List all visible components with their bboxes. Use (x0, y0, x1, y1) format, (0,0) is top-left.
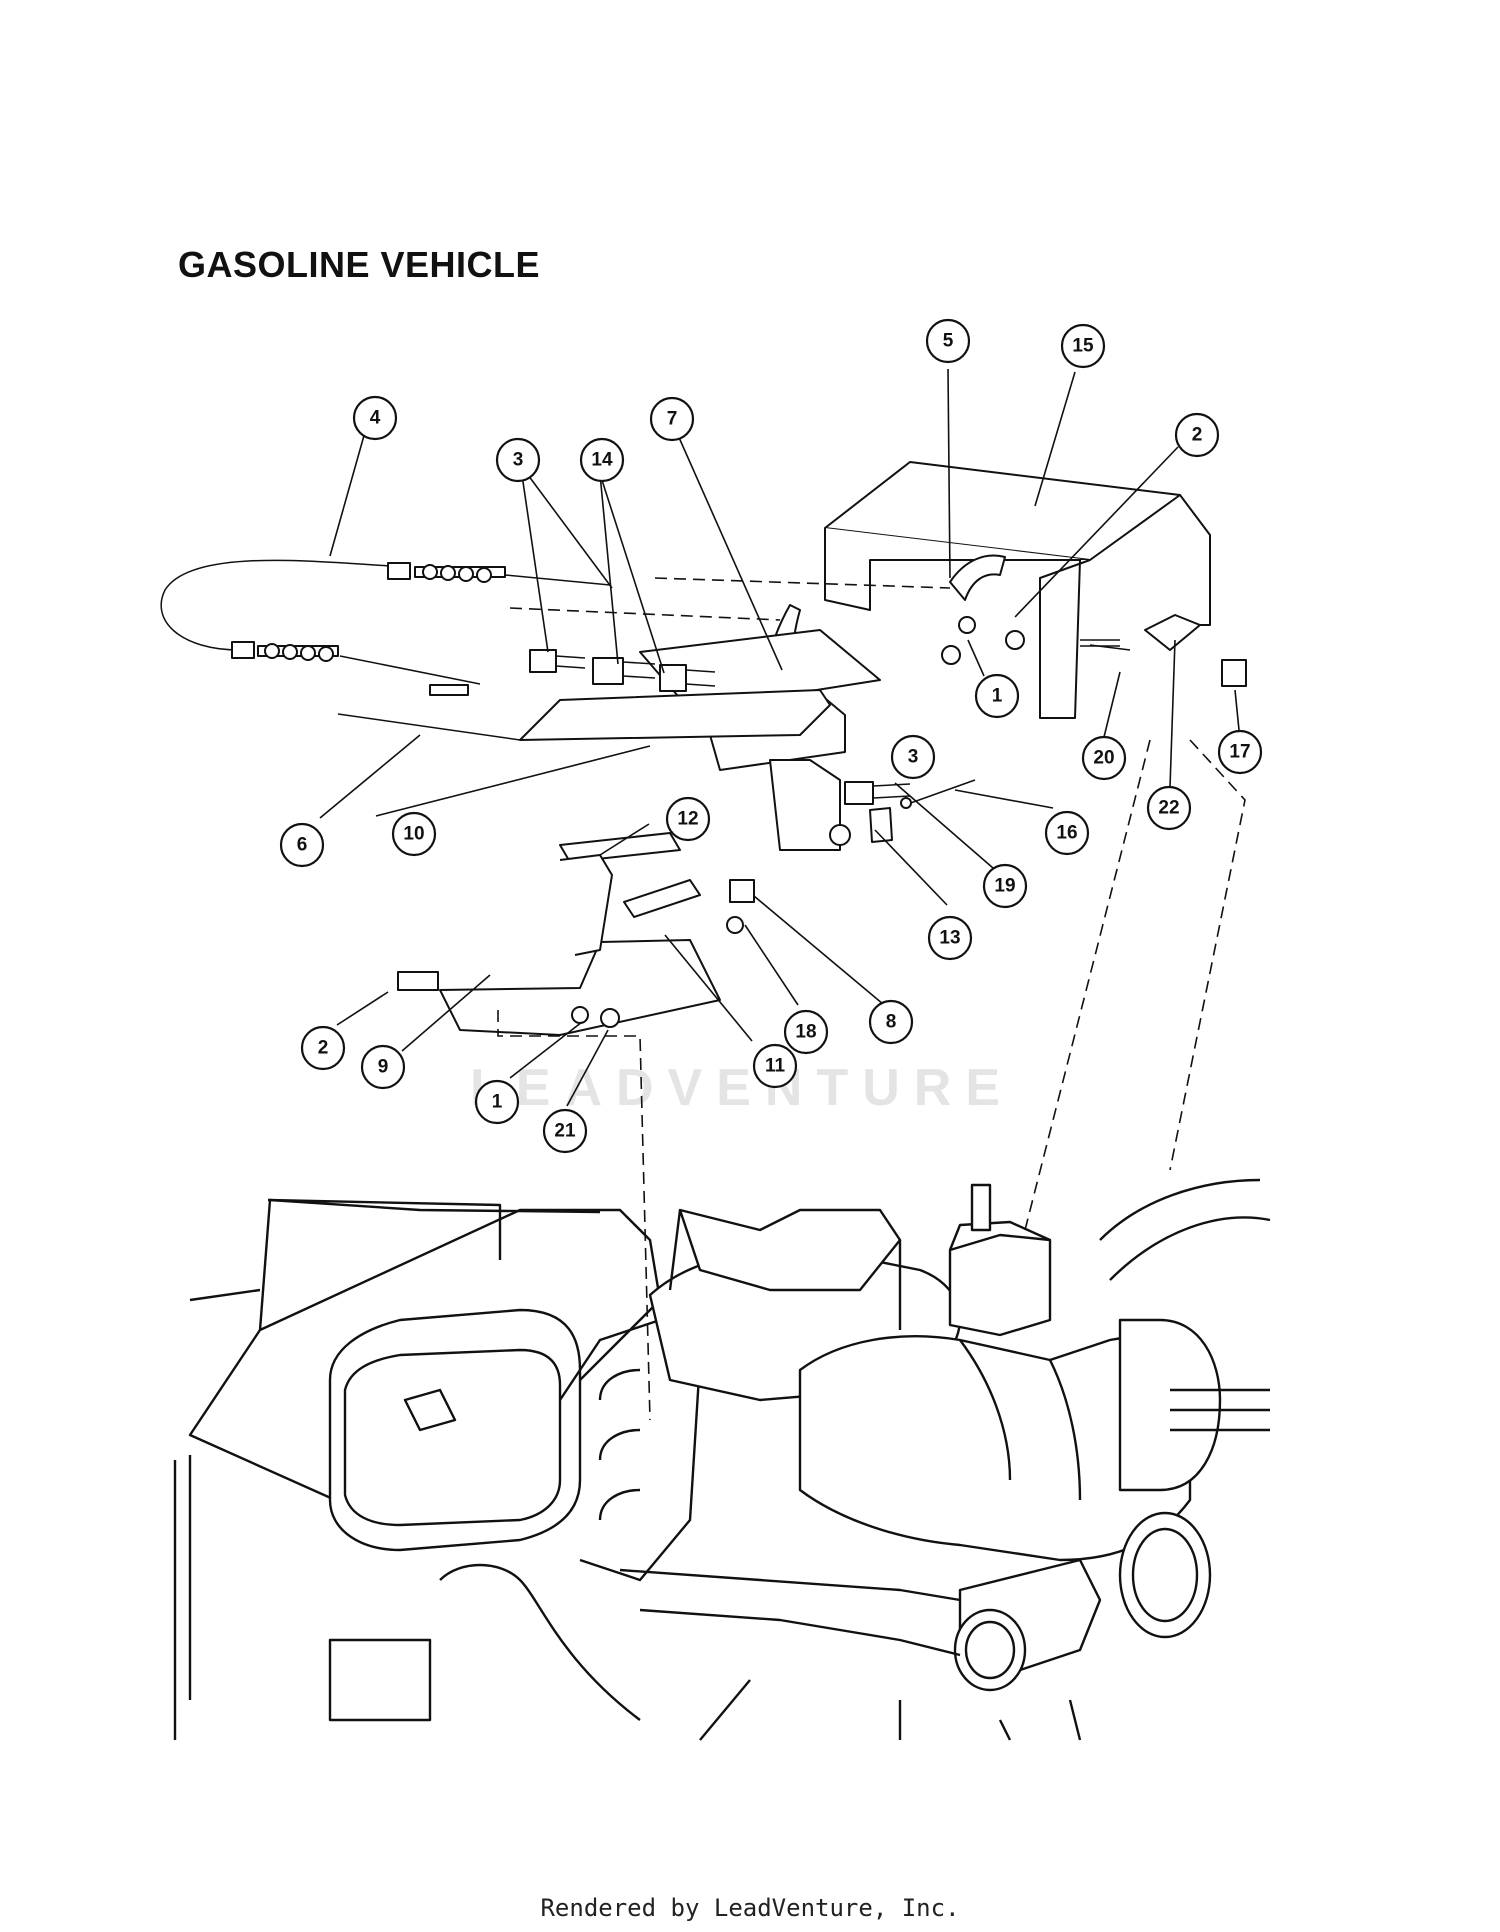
svg-text:13: 13 (939, 928, 960, 949)
svg-text:3: 3 (513, 450, 524, 471)
callout-6: 6 (279, 822, 325, 868)
callout-4: 4 (352, 395, 398, 441)
callout-10: 10 (391, 811, 437, 857)
svg-text:9: 9 (378, 1057, 389, 1078)
callout-19: 21 (542, 1108, 588, 1154)
svg-text:6: 6 (297, 835, 308, 856)
callout-1-bottom: 1 (474, 1079, 520, 1125)
callout-15: 15 (1060, 323, 1106, 369)
svg-text:11: 11 (765, 1056, 786, 1077)
svg-text:22: 22 (1158, 798, 1179, 819)
callout-14: 14 (579, 437, 625, 483)
watermark: LEADVENTURE (470, 1059, 1015, 1117)
svg-text:1: 1 (992, 686, 1003, 707)
svg-text:2: 2 (1192, 425, 1203, 446)
svg-text:21: 21 (554, 1121, 576, 1142)
svg-text:20: 20 (1093, 748, 1114, 769)
carb-link-plate (397, 854, 755, 1036)
callout-2-bottom: 2 (300, 1025, 346, 1071)
svg-text:19: 19 (994, 876, 1015, 897)
svg-text:5: 5 (943, 331, 954, 352)
svg-text:4: 4 (370, 408, 381, 429)
svg-text:10: 10 (403, 824, 424, 845)
callout-13: 13 (927, 915, 973, 961)
throttle-cable-upper (160, 559, 611, 651)
callout-1-top: 1 (974, 673, 1020, 719)
svg-text:2: 2 (318, 1038, 329, 1059)
callout-18: 17 (1217, 729, 1263, 775)
throttle-lever-bracket (519, 689, 851, 851)
diagram-title: GASOLINE VEHICLE (178, 244, 541, 285)
leader-lines (319, 368, 1240, 1107)
heat-shield-cover (824, 461, 1211, 719)
callout-20: 19 (982, 863, 1028, 909)
footer-credit: Rendered by LeadVenture, Inc. (540, 1894, 960, 1922)
svg-text:15: 15 (1072, 336, 1094, 357)
svg-text:16: 16 (1056, 823, 1077, 844)
throttle-cable-lower (231, 641, 481, 696)
callout-3-mid: 3 (890, 734, 936, 780)
svg-text:14: 14 (591, 450, 613, 471)
callout-9: 9 (360, 1044, 406, 1090)
callout-3-top: 3 (495, 437, 541, 483)
svg-text:8: 8 (886, 1012, 897, 1033)
svg-text:17: 17 (1229, 742, 1250, 763)
svg-text:12: 12 (677, 809, 698, 830)
callout-21: 20 (1081, 735, 1127, 781)
svg-text:3: 3 (908, 747, 919, 768)
rod-part (337, 713, 541, 741)
svg-text:18: 18 (795, 1022, 816, 1043)
callout-11: 11 (752, 1043, 798, 1089)
callout-7: 7 (649, 396, 695, 442)
engine-assembly (173, 1178, 1271, 1741)
svg-text:1: 1 (492, 1092, 503, 1113)
spring-parts (559, 644, 1131, 918)
callout-2-top: 2 (1174, 412, 1220, 458)
callout-22: 22 (1146, 785, 1192, 831)
callout-8: 8 (868, 999, 914, 1045)
svg-text:7: 7 (667, 409, 678, 430)
callout-16: 16 (1044, 810, 1090, 856)
callout-17: 18 (783, 1009, 829, 1055)
callout-5: 5 (925, 318, 971, 364)
callout-12: 12 (665, 796, 711, 842)
